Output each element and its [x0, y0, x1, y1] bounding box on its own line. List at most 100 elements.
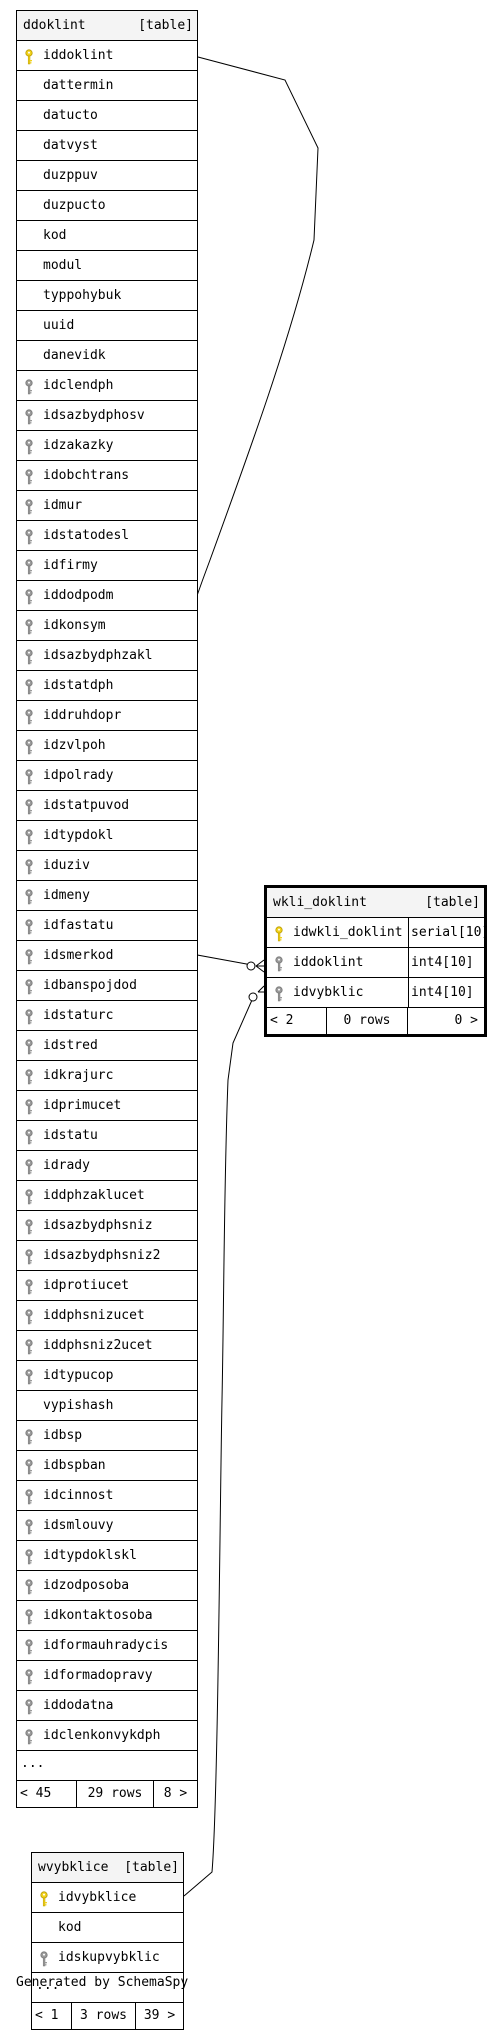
column-row-idpolrady[interactable]: idpolrady — [17, 761, 197, 791]
column-name: idprimucet — [43, 1098, 122, 1113]
column-row-idbsp[interactable]: idbsp — [17, 1421, 197, 1451]
column-name: idclenkonvykdph — [43, 1728, 161, 1743]
column-row-kod[interactable]: kod — [32, 1913, 183, 1943]
column-row-idobchtrans[interactable]: idobchtrans — [17, 461, 197, 491]
foreign-key-icon — [25, 1069, 33, 1085]
column-row-iddodatna[interactable]: iddodatna — [17, 1691, 197, 1721]
column-row-idzakazky[interactable]: idzakazky — [17, 431, 197, 461]
column-row-idstatodesl[interactable]: idstatodesl — [17, 521, 197, 551]
column-row-danevidk[interactable]: danevidk — [17, 341, 197, 371]
column-row-dattermin[interactable]: dattermin — [17, 71, 197, 101]
column-row-iddoklint[interactable]: iddoklint — [17, 41, 197, 71]
column-row-idstred[interactable]: idstred — [17, 1031, 197, 1061]
column-row-idmur[interactable]: idmur — [17, 491, 197, 521]
column-row-idstatu[interactable]: idstatu — [17, 1121, 197, 1151]
column-row-idformadopravy[interactable]: idformadopravy — [17, 1661, 197, 1691]
more-columns-ellipsis: ... — [17, 1751, 197, 1781]
primary-key-icon — [40, 1891, 48, 1907]
column-row-iddphsniz2ucet[interactable]: iddphsniz2ucet — [17, 1331, 197, 1361]
column-name: idprotiucet — [43, 1278, 130, 1293]
column-row-duzpucto[interactable]: duzpucto — [17, 191, 197, 221]
column-row-idskupvybklic[interactable]: idskupvybklic — [32, 1943, 183, 1973]
parents-count[interactable]: < 2 — [267, 1008, 327, 1034]
column-row-idfastatu[interactable]: idfastatu — [17, 911, 197, 941]
column-row-idrady[interactable]: idrady — [17, 1151, 197, 1181]
column-row-duzppuv[interactable]: duzppuv — [17, 161, 197, 191]
column-row-idstatdph[interactable]: idstatdph — [17, 671, 197, 701]
column-row-datucto[interactable]: datucto — [17, 101, 197, 131]
column-name: iddphsnizucet — [43, 1308, 145, 1323]
column-row-idmeny[interactable]: idmeny — [17, 881, 197, 911]
column-name: idskupvybklic — [58, 1950, 160, 1965]
column-row-uuid[interactable]: uuid — [17, 311, 197, 341]
column-row-idsazbydphsniz[interactable]: idsazbydphsniz — [17, 1211, 197, 1241]
table-header[interactable]: ddoklint [table] — [17, 11, 197, 41]
column-name: idstred — [43, 1038, 98, 1053]
column-row-idsmerkod[interactable]: idsmerkod — [17, 941, 197, 971]
column-row-idcinnost[interactable]: idcinnost — [17, 1481, 197, 1511]
parents-count[interactable]: < 1 — [32, 2003, 72, 2029]
column-row-typpohybuk[interactable]: typpohybuk — [17, 281, 197, 311]
table-header[interactable]: wkli_doklint [table] — [267, 888, 484, 918]
children-count[interactable]: 39 > — [143, 2008, 176, 2023]
column-row-idzodposoba[interactable]: idzodposoba — [17, 1571, 197, 1601]
foreign-key-icon — [25, 469, 33, 485]
column-row-iddruhdopr[interactable]: iddruhdopr — [17, 701, 197, 731]
column-row-idkonsym[interactable]: idkonsym — [17, 611, 197, 641]
column-name: idzakazky — [43, 438, 114, 453]
column-row-idtypucop[interactable]: idtypucop — [17, 1361, 197, 1391]
foreign-key-icon — [25, 1039, 33, 1055]
column-row-idbanspojdod[interactable]: idbanspojdod — [17, 971, 197, 1001]
children-count[interactable]: 8 > — [163, 1786, 188, 1801]
column-name: modul — [43, 258, 83, 273]
table-type-label: [table] — [138, 18, 193, 33]
column-name: idstatodesl — [43, 528, 130, 543]
column-row-idkontaktosoba[interactable]: idkontaktosoba — [17, 1601, 197, 1631]
column-name: idwkli_doklint — [293, 925, 403, 940]
column-name: idsmerkod — [43, 948, 114, 963]
column-row-idvybklice[interactable]: idvybklice — [32, 1883, 183, 1913]
more-columns-ellipsis: ... — [32, 1973, 183, 2003]
children-count[interactable]: 0 > — [454, 1013, 478, 1028]
column-row-modul[interactable]: modul — [17, 251, 197, 281]
table-header[interactable]: wvybklice [table] — [32, 1853, 183, 1883]
column-name: iddoklint — [43, 48, 114, 63]
column-row-idsazbydphsniz2[interactable]: idsazbydphsniz2 — [17, 1241, 197, 1271]
foreign-key-icon — [25, 1459, 33, 1475]
column-row-kod[interactable]: kod — [17, 221, 197, 251]
parents-count[interactable]: < 45 — [17, 1781, 77, 1807]
column-row-idzvlpoh[interactable]: idzvlpoh — [17, 731, 197, 761]
column-row-idsazbydphzakl[interactable]: idsazbydphzakl — [17, 641, 197, 671]
column-row-idclendph[interactable]: idclendph — [17, 371, 197, 401]
column-row-idtypdoklskl[interactable]: idtypdoklskl — [17, 1541, 197, 1571]
foreign-key-icon — [25, 439, 33, 455]
column-name: idkrajurc — [43, 1068, 114, 1083]
column-row-iduziv[interactable]: iduziv — [17, 851, 197, 881]
column-row-idstaturc[interactable]: idstaturc — [17, 1001, 197, 1031]
column-row-idkrajurc[interactable]: idkrajurc — [17, 1061, 197, 1091]
column-name: idstaturc — [43, 1008, 114, 1023]
column-name: idsazbydphsniz2 — [43, 1248, 161, 1263]
column-row-idbspban[interactable]: idbspban — [17, 1451, 197, 1481]
foreign-key-icon — [25, 619, 33, 635]
column-row-idprimucet[interactable]: idprimucet — [17, 1091, 197, 1121]
column-row-idformauhradycis[interactable]: idformauhradycis — [17, 1631, 197, 1661]
column-row-vypishash[interactable]: vypishash — [17, 1391, 197, 1421]
column-row-idsazbydphosv[interactable]: idsazbydphosv — [17, 401, 197, 431]
column-row-datvyst[interactable]: datvyst — [17, 131, 197, 161]
column-row-idclenkonvykdph[interactable]: idclenkonvykdph — [17, 1721, 197, 1751]
column-row-idtypdokl[interactable]: idtypdokl — [17, 821, 197, 851]
column-row-idsmlouvy[interactable]: idsmlouvy — [17, 1511, 197, 1541]
column-row-iddphzaklucet[interactable]: iddphzaklucet — [17, 1181, 197, 1211]
column-row-iddphsnizucet[interactable]: iddphsnizucet — [17, 1301, 197, 1331]
column-row-idfirmy[interactable]: idfirmy — [17, 551, 197, 581]
column-row-idstatpuvod[interactable]: idstatpuvod — [17, 791, 197, 821]
column-row-iddodpodm[interactable]: iddodpodm — [17, 581, 197, 611]
column-row-idprotiucet[interactable]: idprotiucet — [17, 1271, 197, 1301]
